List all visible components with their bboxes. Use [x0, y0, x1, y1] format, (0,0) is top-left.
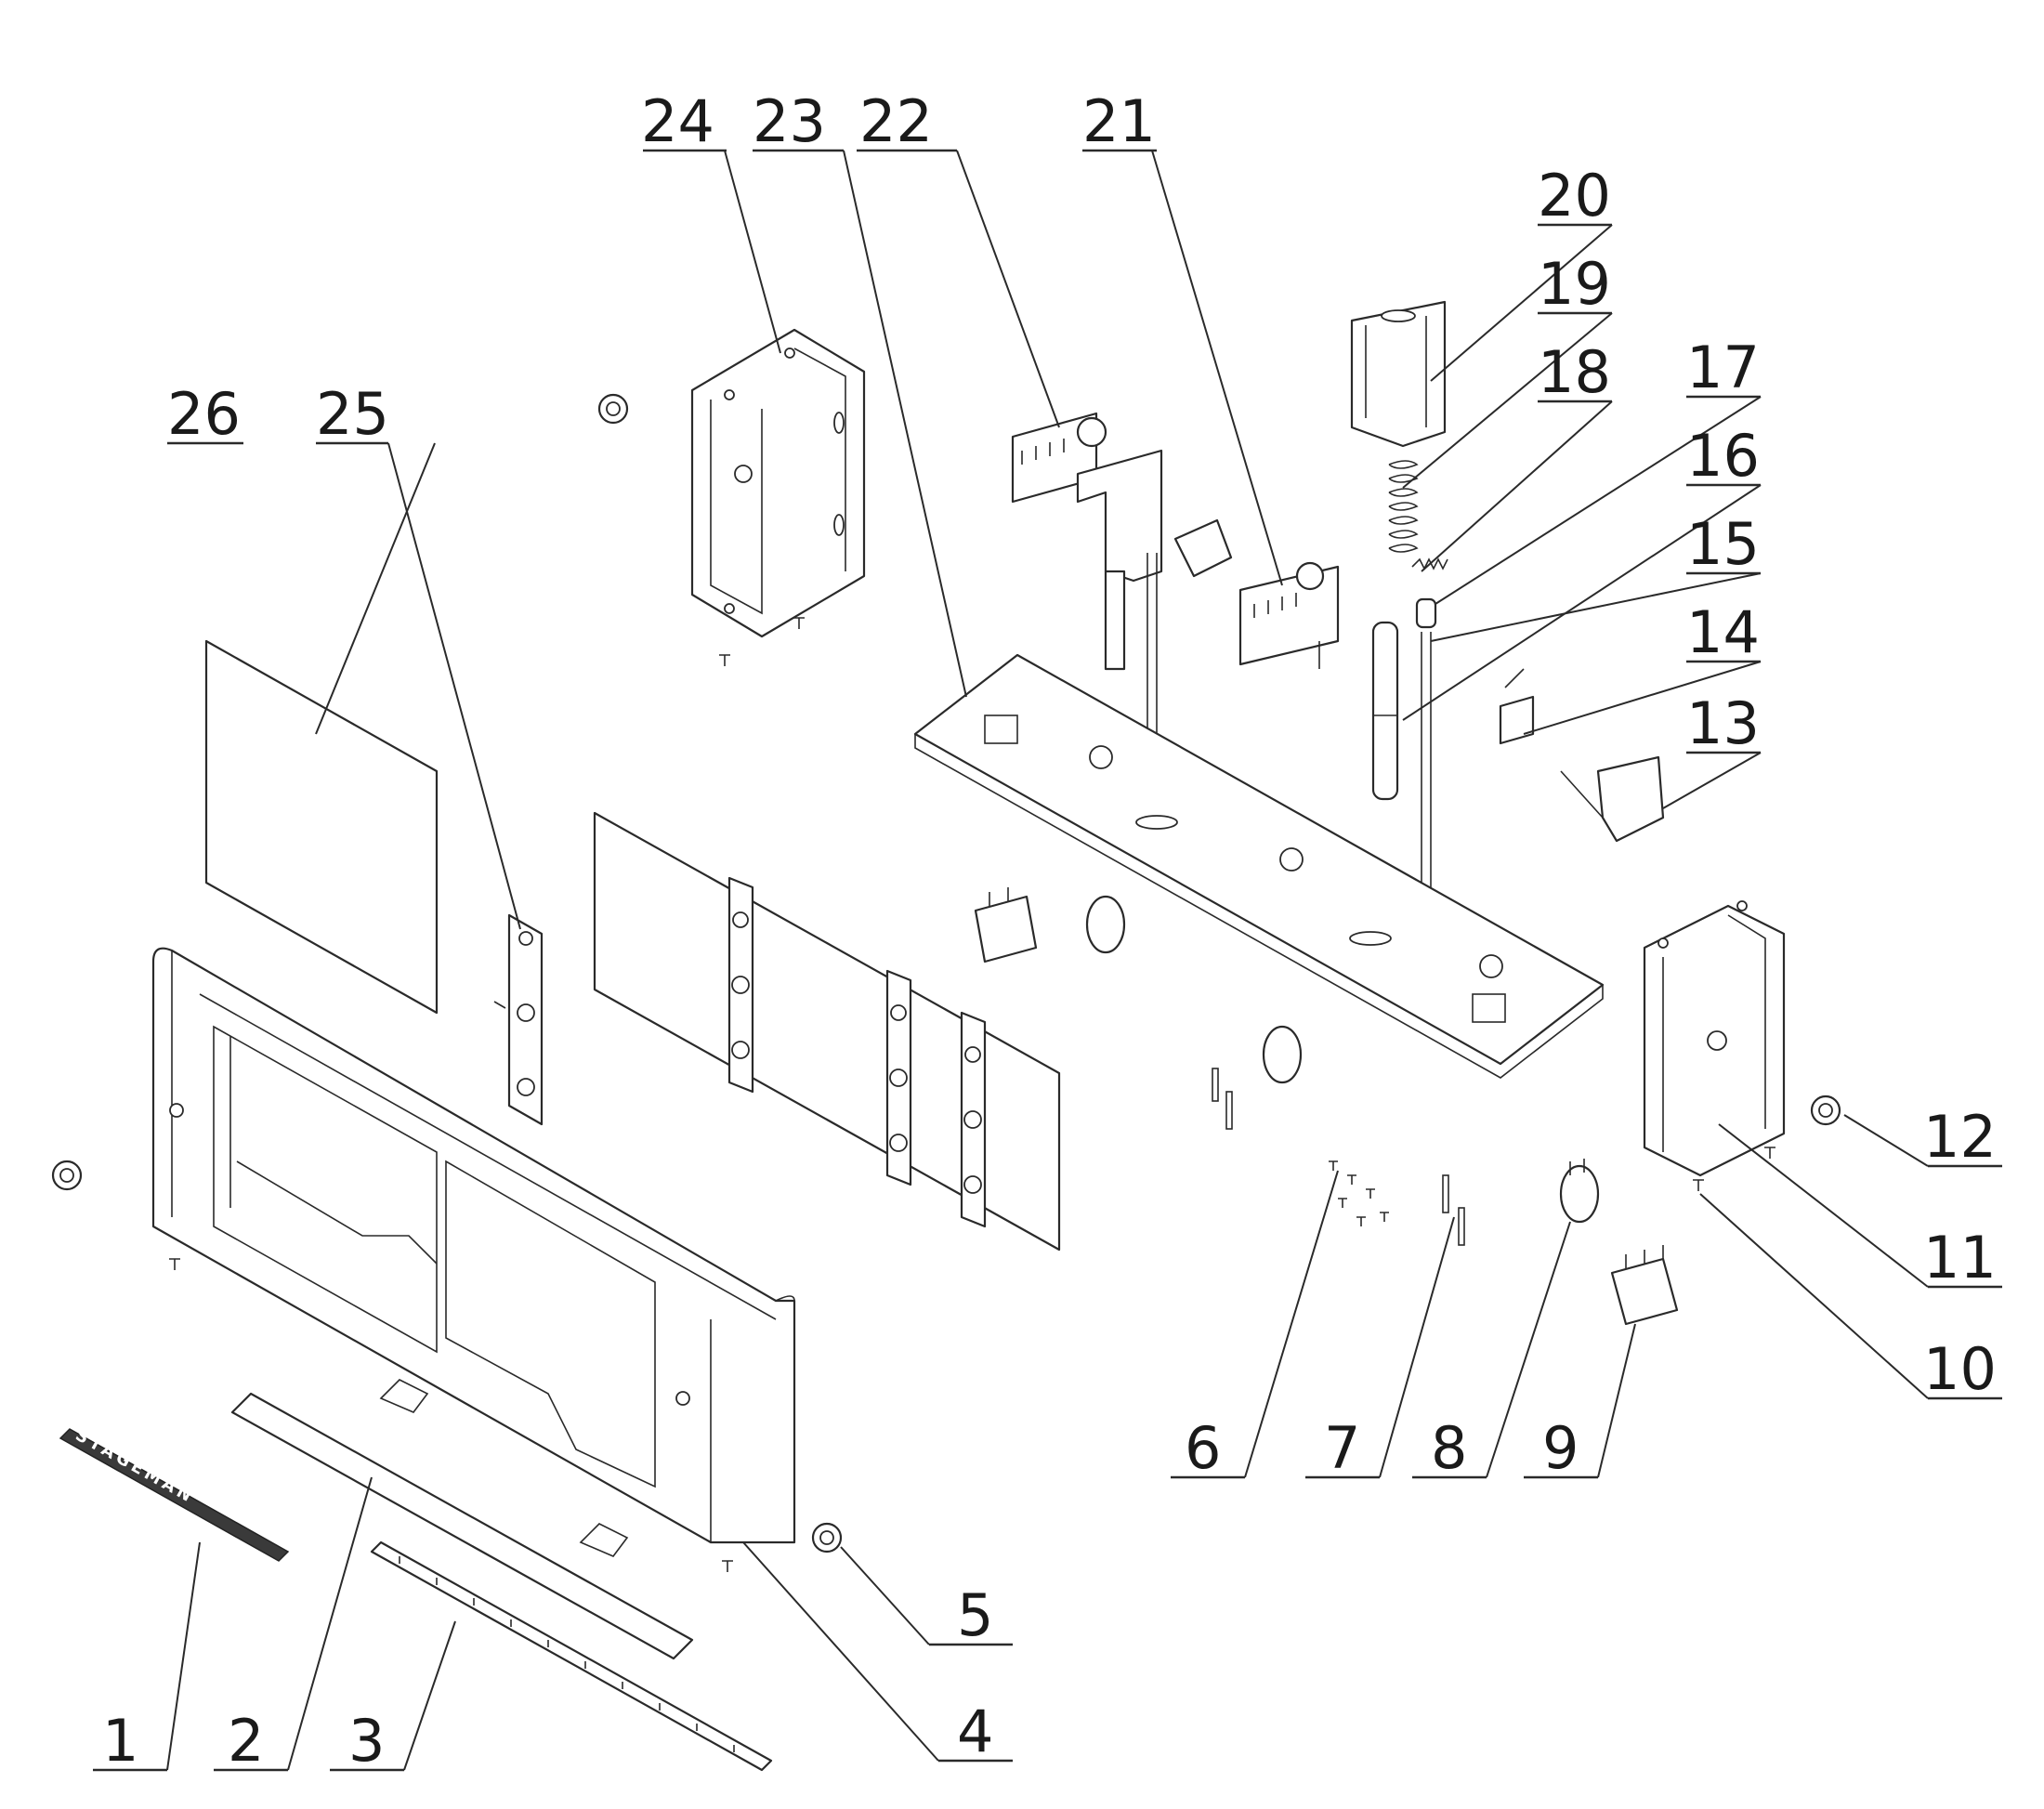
svg-text:25: 25 — [316, 380, 389, 448]
callout-22: 22 — [857, 87, 957, 155]
svg-text:24: 24 — [641, 87, 714, 155]
svg-text:18: 18 — [1538, 338, 1611, 406]
callout-17: 17 — [1686, 334, 1761, 401]
callout-10: 10 — [1923, 1335, 2002, 1403]
part-25-strip — [493, 913, 544, 1126]
svg-text:8: 8 — [1431, 1414, 1467, 1482]
svg-text:21: 21 — [1082, 87, 1156, 155]
part-24-bracket — [690, 328, 866, 638]
part-23-rear-panel — [593, 811, 1061, 1252]
callout-labels: 1 2 3 4 5 6 7 8 9 10 11 12 13 14 15 16 1… — [93, 87, 2002, 1775]
callout-9: 9 — [1524, 1414, 1598, 1482]
part-19-spring — [1388, 460, 1419, 553]
callout-6: 6 — [1171, 1414, 1245, 1482]
svg-text:14: 14 — [1686, 598, 1760, 666]
part-13-toggle-switch — [1560, 755, 1665, 843]
callout-18: 18 — [1538, 338, 1612, 406]
connector-left — [51, 1160, 83, 1191]
part-4-front-housing — [151, 947, 796, 1544]
part-6-screws — [1329, 1160, 1389, 1226]
svg-text:11: 11 — [1923, 1224, 1997, 1291]
push-button-upper — [1085, 895, 1303, 1084]
part-10-screw — [169, 617, 1775, 1572]
logo-text: STAGEMAN — [72, 1425, 199, 1508]
part-2-bottom-rail — [230, 1379, 694, 1660]
part-1-logo-badge: STAGEMAN — [59, 1425, 290, 1562]
svg-text:15: 15 — [1686, 510, 1760, 578]
callout-2: 2 — [214, 1707, 288, 1775]
rocker-switch-upper — [974, 887, 1038, 963]
part-17-pin-cap — [1415, 597, 1437, 629]
part-9-rocker-switch — [1610, 1245, 1679, 1326]
part-11-side-bracket — [1643, 900, 1786, 1177]
part-26-panel — [204, 639, 439, 1015]
callout-26: 26 — [167, 380, 243, 448]
part-20-housing-block — [1350, 300, 1447, 448]
callout-24: 24 — [641, 87, 727, 155]
part-7-bolts — [1212, 1068, 1465, 1246]
callout-21: 21 — [1082, 87, 1157, 155]
callout-7: 7 — [1305, 1414, 1380, 1482]
part-18-small-spring — [1411, 557, 1448, 570]
callout-12: 12 — [1923, 1103, 2002, 1171]
svg-text:7: 7 — [1324, 1414, 1360, 1482]
svg-text:2: 2 — [228, 1707, 264, 1775]
callout-16: 16 — [1686, 422, 1761, 490]
callout-23: 23 — [753, 87, 844, 155]
svg-text:9: 9 — [1542, 1414, 1579, 1482]
callout-13: 13 — [1686, 689, 1761, 757]
callout-5: 5 — [929, 1581, 1013, 1649]
callout-19: 19 — [1538, 250, 1612, 318]
part-21-switch — [1238, 561, 1340, 669]
svg-text:20: 20 — [1538, 162, 1611, 229]
leader-lines — [166, 150, 1929, 1771]
callout-25: 25 — [316, 380, 389, 448]
callout-20: 20 — [1538, 162, 1612, 229]
svg-text:3: 3 — [348, 1707, 385, 1775]
svg-text:16: 16 — [1686, 422, 1760, 490]
svg-text:22: 22 — [859, 87, 933, 155]
callout-4: 4 — [938, 1698, 1013, 1765]
callout-3: 3 — [330, 1707, 404, 1775]
svg-text:19: 19 — [1538, 250, 1611, 318]
svg-text:1: 1 — [102, 1707, 138, 1775]
callout-15: 15 — [1686, 510, 1761, 578]
svg-text:4: 4 — [957, 1698, 993, 1765]
part-5-connector — [811, 1522, 843, 1553]
svg-text:6: 6 — [1185, 1414, 1221, 1482]
svg-text:5: 5 — [957, 1581, 993, 1649]
part-16-rod — [1371, 621, 1399, 801]
part-3-led-strip — [370, 1540, 773, 1772]
svg-text:17: 17 — [1686, 334, 1760, 401]
base-plate — [913, 653, 1605, 1079]
svg-text:12: 12 — [1923, 1103, 1997, 1171]
svg-text:23: 23 — [753, 87, 826, 155]
callout-8: 8 — [1412, 1414, 1487, 1482]
callout-1: 1 — [93, 1707, 167, 1775]
part-12-connector — [1810, 1095, 1841, 1126]
svg-text:10: 10 — [1923, 1335, 1997, 1403]
svg-text:13: 13 — [1686, 689, 1760, 757]
svg-text:26: 26 — [167, 380, 241, 448]
callout-14: 14 — [1686, 598, 1761, 666]
part-14-microswitch — [1499, 668, 1535, 745]
part-8-push-button — [1559, 1159, 1600, 1224]
connector-top — [597, 393, 629, 425]
callout-11: 11 — [1923, 1224, 2002, 1291]
